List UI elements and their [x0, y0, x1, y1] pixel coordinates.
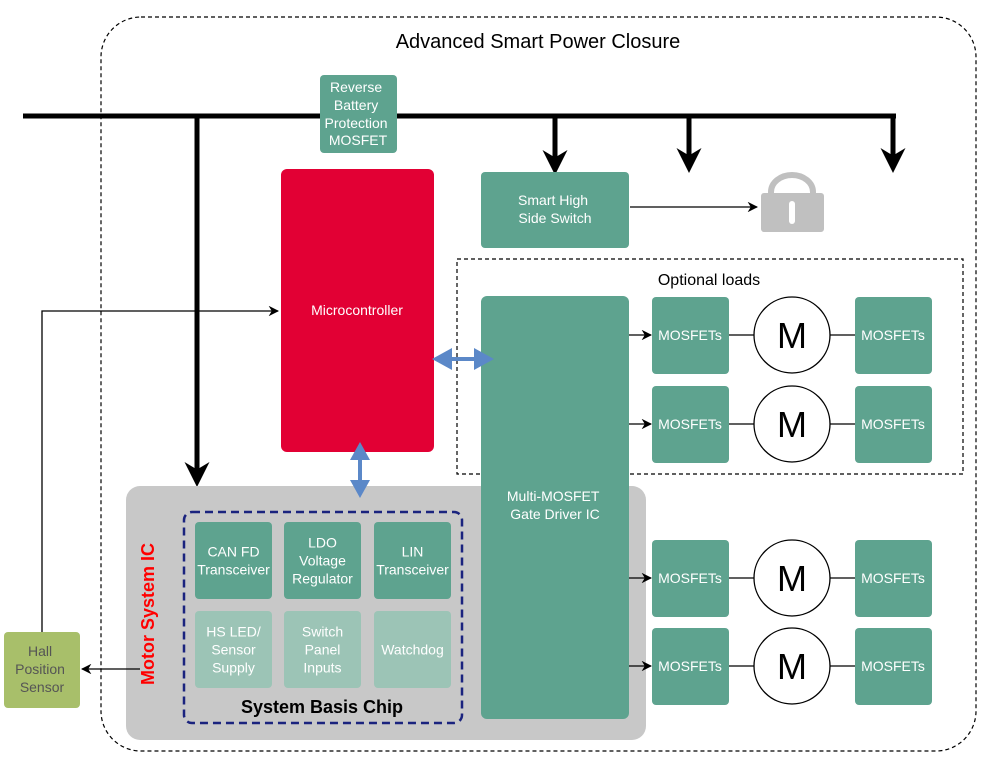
- mosfet-left: [652, 297, 729, 374]
- gate-driver-ic: Multi-MOSFET Gate Driver IC: [481, 296, 629, 719]
- mosfet-left-label: MOSFETs: [658, 658, 722, 674]
- reverse-battery-mosfet: Reverse Battery Protection MOSFET: [320, 75, 397, 153]
- mosfet-left: [652, 628, 729, 705]
- svg-text:Multi-MOSFET Gate Driver: Multi-MOSFET Gate Driver IC: [507, 488, 603, 522]
- svg-text:Smart High Side Switch: Smart High Side Switch: [518, 192, 592, 226]
- motor-label: M: [777, 646, 807, 687]
- mcu-gate-driver-link: [432, 348, 494, 370]
- hall-position-sensor: Hall Position Sensor: [4, 632, 80, 708]
- motor-label: M: [777, 404, 807, 445]
- mosfet-right: [855, 540, 932, 617]
- svg-text:Reverse Battery Pr: Reverse Battery Protection MOSFET: [325, 79, 392, 148]
- sbc-cell: Watchdog: [374, 611, 451, 688]
- motor-label: M: [777, 315, 807, 356]
- mosfet-right: [855, 628, 932, 705]
- lock-icon: [761, 172, 824, 232]
- mosfet-right: [855, 386, 932, 463]
- svg-text:Hall Position Sens: Hall Position Sensor: [15, 643, 69, 695]
- system-basis-chip-label: System Basis Chip: [241, 697, 403, 717]
- mosfet-left-label: MOSFETs: [658, 570, 722, 586]
- mosfet-right-label: MOSFETs: [861, 416, 925, 432]
- mcu-motor-ic-link: [350, 442, 370, 498]
- mosfet-left-label: MOSFETs: [658, 416, 722, 432]
- microcontroller: Microcontroller: [281, 169, 434, 452]
- optional-loads-label: Optional loads: [658, 272, 760, 289]
- sbc-cell-label: Watchdog: [381, 642, 444, 658]
- optional-loads-boundary: [456, 258, 964, 475]
- mosfet-left-label: MOSFETs: [658, 327, 722, 343]
- mosfet-right: [855, 297, 932, 374]
- mosfet-left: [652, 540, 729, 617]
- mosfet-right-label: MOSFETs: [861, 658, 925, 674]
- motor-row: MOSFETs M MOSFETs: [629, 627, 932, 705]
- hall-to-mcu-arrow: [41, 305, 280, 632]
- motor-row: MOSFETs M MOSFETs: [629, 539, 932, 617]
- mosfet-left: [652, 386, 729, 463]
- smart-high-side-switch: Smart High Side Switch: [481, 172, 629, 248]
- motor-system-ic-label: Motor System IC: [138, 543, 158, 685]
- motor-label: M: [777, 558, 807, 599]
- system-basis-chip-boundary: [182, 510, 464, 725]
- mosfet-right-label: MOSFETs: [861, 570, 925, 586]
- motor-row: MOSFETs M MOSFETs: [629, 296, 932, 374]
- diagram-title: Advanced Smart Power Closure: [396, 31, 681, 53]
- mosfet-right-label: MOSFETs: [861, 327, 925, 343]
- motor-row: MOSFETs M MOSFETs: [629, 385, 932, 463]
- closure-boundary: [100, 16, 977, 752]
- svg-text:Microcontroller: Microcontroller: [311, 302, 403, 318]
